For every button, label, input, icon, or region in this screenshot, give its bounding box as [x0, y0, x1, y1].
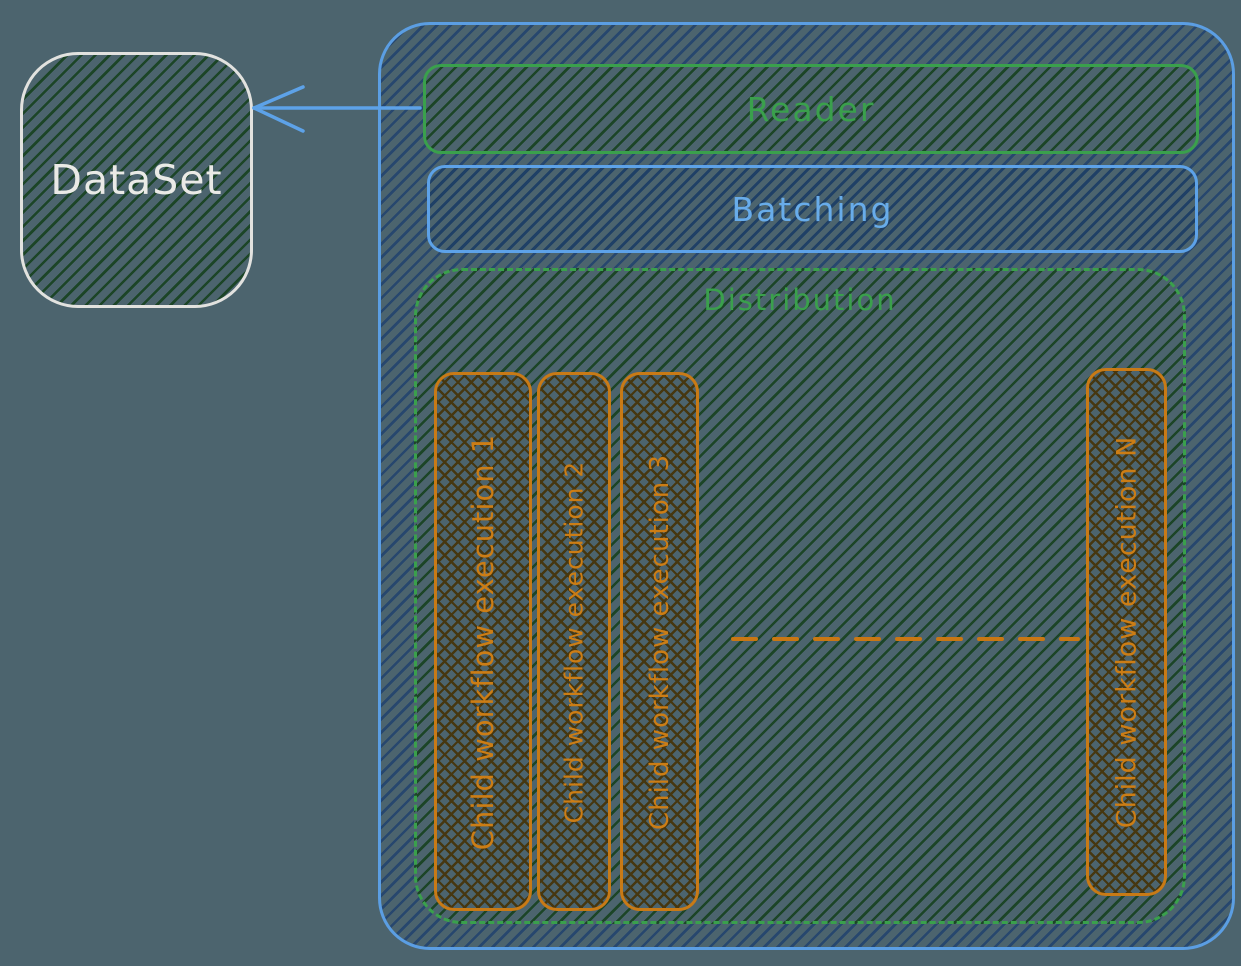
reader-node: Reader [423, 64, 1199, 154]
execution-pill-n: Child workflow execution N [1086, 368, 1167, 896]
distribution-label: Distribution [703, 283, 897, 317]
execution-pill-2: Child workflow execution 2 [537, 372, 611, 911]
reader-label: Reader [746, 89, 876, 129]
execution-pill-1: Child workflow execution 1 [434, 372, 532, 911]
execution-pill-3: Child workflow execution 3 [620, 372, 699, 911]
batching-label: Batching [731, 189, 894, 229]
batching-node: Batching [427, 165, 1198, 253]
execution-pill-1-label: Child workflow execution 1 [466, 433, 500, 850]
dataset-label: DataSet [50, 156, 223, 204]
execution-pill-n-label: Child workflow execution N [1111, 435, 1142, 829]
execution-pill-3-label: Child workflow execution 3 [644, 453, 675, 830]
execution-pill-2-label: Child workflow execution 2 [559, 460, 589, 823]
dataset-node: DataSet [20, 52, 253, 308]
